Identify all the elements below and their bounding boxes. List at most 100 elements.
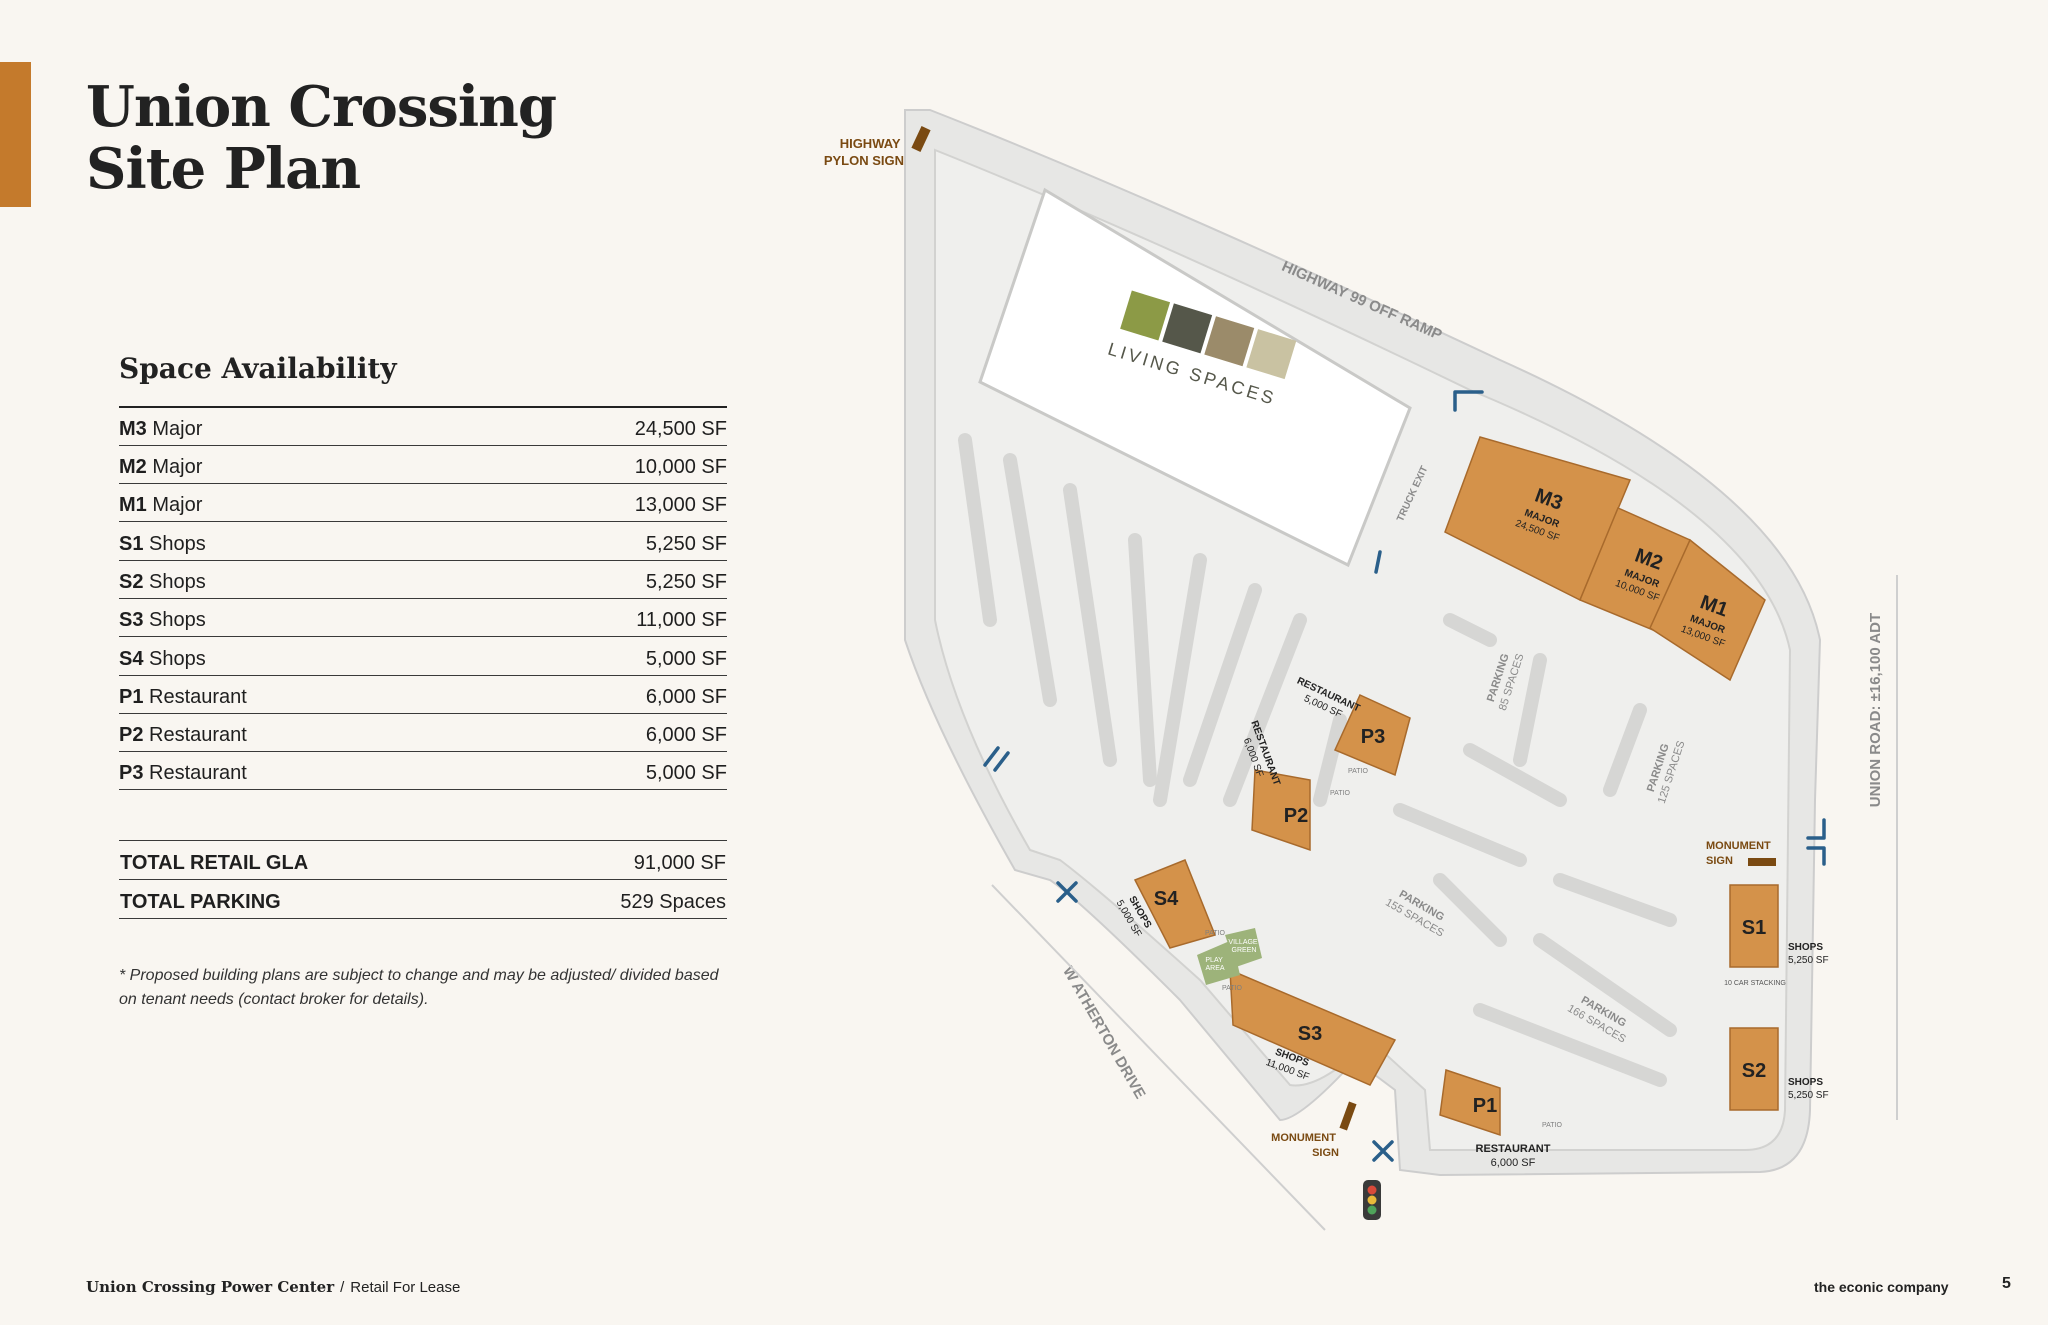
svg-text:PATIO: PATIO [1348,768,1369,775]
title-line-2: Site Plan [86,136,361,202]
building-p3 [1333,694,1411,777]
space-name: S3 Shops [119,598,473,638]
entry-arrow-icon [1453,390,1484,412]
space-name: P2 Restaurant [119,713,473,753]
total-value: 91,000 SF [507,840,727,880]
full-access-arrow-icon [1056,881,1078,903]
parking-rows [958,433,1677,1087]
site-plan-map: LIVING SPACES M3 MAJOR 24,500 SF M2 MAJO… [824,109,1898,1231]
space-size: 11,000 SF [472,598,727,638]
union-road-label: UNION ROAD: ±16,100 ADT [1867,613,1884,807]
space-name: M1 Major [119,483,473,523]
footnote: * Proposed building plans are subject to… [119,967,719,1008]
village-green-label: VILLAGE GREEN [1228,939,1259,954]
footer-brand: the econic company [1814,1279,1949,1295]
space-size: 6,000 SF [472,713,727,753]
space-name: S2 Shops [119,560,473,599]
footer-subtitle: Retail For Lease [350,1279,461,1296]
building-m1 [1649,538,1766,682]
union-entry-arrow-icon [1806,818,1826,866]
play-area [1197,940,1240,985]
s4-code: S4 [1154,888,1179,910]
patio-areas: PATIO PATIO PATIO PATIO PATIO [1205,768,1563,1129]
monument-sign-south-label: MONUMENT SIGN [1271,1132,1339,1159]
monument-sign-south-marker [1339,1101,1357,1131]
availability-heading: Space Availability [119,352,397,385]
stacking-label: 10 CAR STACKING [1724,980,1786,987]
s2-size: 5,250 SF [1788,1090,1829,1101]
play-area-label: PLAY AREA [1205,957,1224,972]
svg-text:PATIO: PATIO [1222,985,1243,992]
space-name: S1 Shops [119,521,473,561]
space-name: M2 Major [119,445,473,485]
s1-label: SHOPS [1788,942,1823,953]
s1-code: S1 [1742,917,1766,939]
truck-exit-arrow-icon [1374,550,1382,574]
page-number: 5 [2002,1275,2011,1292]
svg-text:PATIO: PATIO [1330,790,1351,797]
footer-project: Union Crossing Power Center/Retail For L… [86,1278,460,1296]
total-label: TOTAL RETAIL GLA [119,840,508,880]
space-size: 24,500 SF [472,405,727,446]
space-size: 5,000 SF [472,751,727,791]
p2-code: P2 [1284,805,1308,827]
footer-project-name: Union Crossing Power Center [86,1278,335,1296]
building-s2 [1729,1027,1779,1111]
space-size: 5,250 SF [472,521,727,561]
accent-bar [0,62,31,207]
s3-code: S3 [1298,1023,1322,1045]
two-way-arrow-icon [983,746,1010,772]
space-name: P1 Restaurant [119,675,473,714]
space-size: 13,000 SF [472,483,727,523]
monument-sign-east-marker [1748,858,1776,866]
svg-text:PATIO: PATIO [1205,930,1226,937]
p1-code: P1 [1473,1095,1497,1117]
building-s1 [1729,884,1779,968]
building-p2 [1251,769,1311,852]
anchor-building [978,187,1412,568]
building-p1 [1439,1069,1501,1137]
space-size: 6,000 SF [472,675,727,714]
traffic-signal-icon [1363,1180,1381,1220]
atherton-road-line [991,884,1326,1231]
building-s3 [1229,968,1397,1086]
space-size: 5,000 SF [472,636,727,676]
space-name: P3 Restaurant [119,751,473,791]
s2-code: S2 [1742,1060,1766,1082]
pylon-sign-marker [911,126,931,152]
space-size: 5,250 SF [472,560,727,599]
total-value: 529 Spaces [507,879,727,919]
s1-size: 5,250 SF [1788,955,1829,966]
title-line-1: Union Crossing [86,74,557,140]
space-name: S4 Shops [119,636,473,676]
total-label: TOTAL PARKING [119,879,508,919]
full-access-arrow-south-icon [1372,1140,1394,1162]
page-title: Union Crossing Site Plan [86,74,557,202]
pylon-sign-label: HIGHWAY PYLON SIGN [824,136,904,168]
building-s4 [1133,859,1217,949]
s2-label: SHOPS [1788,1077,1823,1088]
svg-text:PATIO: PATIO [1542,1122,1563,1129]
space-name: M3 Major [119,405,473,446]
village-green [1225,928,1262,967]
p1-size: 6,000 SF [1491,1157,1536,1169]
p3-code: P3 [1361,726,1385,748]
access-arrows [983,390,1826,1162]
monument-sign-east-label: MONUMENT SIGN [1706,840,1774,867]
p1-label: RESTAURANT [1476,1143,1551,1155]
space-size: 10,000 SF [472,445,727,485]
